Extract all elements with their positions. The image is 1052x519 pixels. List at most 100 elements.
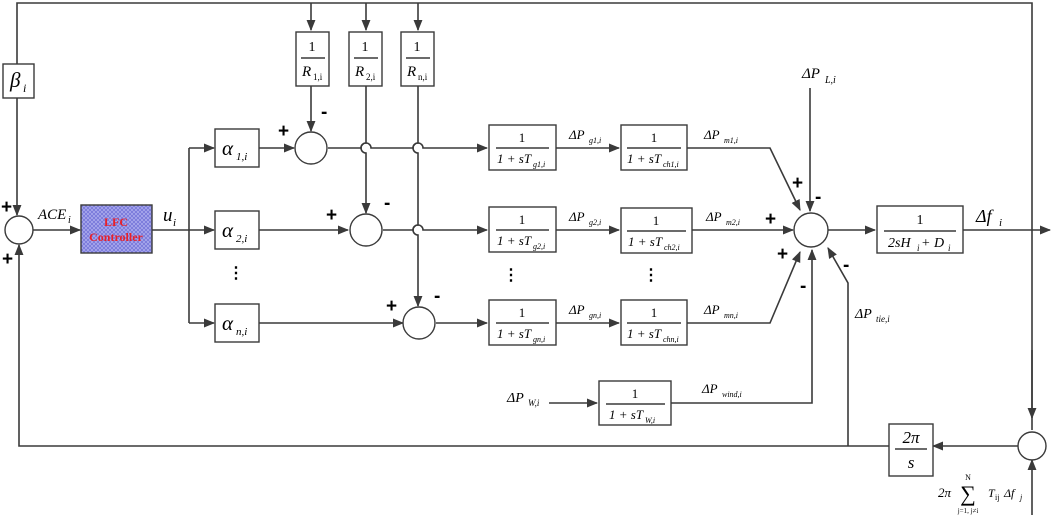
govn-denominator: 1 + sT — [497, 326, 532, 341]
pwind-label: ΔP wind,i — [701, 381, 742, 399]
alpha2-subscript: 2,i — [236, 233, 247, 245]
top-wire — [16, 2, 1033, 430]
df-subscript: i — [999, 217, 1002, 229]
governor-1-block: 1 1 + sT g1,i — [488, 124, 557, 171]
r2-symbol: R — [354, 64, 364, 80]
rn-numerator: 1 — [414, 40, 421, 55]
u-label: u i — [163, 205, 176, 229]
pg2-subscript: g2,i — [589, 218, 601, 227]
pmn-to-sum — [687, 250, 801, 324]
ace-plus-bottom: + — [2, 249, 13, 270]
alpha1-subscript: 1,i — [236, 151, 247, 163]
rn-symbol: R — [406, 64, 416, 80]
turbine-ellipsis: ⋮ — [643, 267, 659, 284]
pgn-label: ΔP gn,i — [568, 302, 601, 320]
pm1-to-sum — [687, 147, 801, 212]
pg1-label: ΔP g1,i — [568, 127, 601, 145]
r1-subscript: 1,i — [313, 72, 323, 82]
tie-sum-expression: 2π N ∑ j=1, j≠i T ij Δf j — [938, 473, 1023, 515]
r2-numerator: 1 — [362, 40, 369, 55]
alpha1-block: α 1,i — [214, 128, 260, 168]
tie-return — [14, 243, 889, 447]
gov2-subscript: g2,i — [533, 242, 545, 251]
tie-summing-junction — [1017, 431, 1047, 461]
pmn-label: ΔP mn,i — [703, 302, 738, 320]
r1-symbol: R — [301, 64, 311, 80]
tie-term-sub: ij — [995, 493, 999, 502]
turb2-denominator: 1 + sT — [628, 234, 663, 249]
pl-minus: - — [815, 187, 821, 208]
ace-label: ACE i — [37, 207, 71, 226]
alpha-ellipsis: ⋮ — [228, 265, 244, 282]
sumn-minus: - — [434, 286, 440, 307]
r2-to-sum2 — [360, 86, 371, 215]
ptie-to-sum — [827, 247, 849, 446]
sum-junction-1 — [294, 131, 328, 165]
pwind-text: ΔP — [701, 381, 718, 396]
pm2-subscript: m2,i — [726, 218, 740, 227]
ptie-label: ΔP tie,i — [854, 307, 890, 324]
pm2-label: ΔP m2,i — [705, 209, 740, 227]
turbine-1-block: 1 1 + sT ch1,i — [620, 124, 688, 171]
pm1-label: ΔP m1,i — [703, 127, 738, 145]
pm1-subscript: m1,i — [724, 136, 738, 145]
turbn-numerator: 1 — [651, 305, 658, 320]
plant-denominator-sub: i — [917, 243, 920, 253]
pmn-plus: + — [777, 244, 788, 265]
plant-denominator-rest-sub: i — [948, 243, 951, 253]
rn-to-sumn — [412, 86, 423, 308]
wind-subscript: W,i — [645, 416, 655, 425]
gov1-subscript: g1,i — [533, 160, 545, 169]
turb1-numerator: 1 — [651, 130, 658, 145]
integ-denominator: s — [908, 453, 915, 472]
alpha2-symbol: α — [222, 218, 234, 242]
turb2-subscript: ch2,i — [664, 243, 680, 252]
controller-label-line1: LFC — [104, 215, 128, 229]
wind-block: 1 1 + sT W,i — [598, 380, 672, 426]
sum-junction-n — [402, 306, 436, 340]
tie-prefix: 2π — [938, 485, 952, 500]
pwind-to-sum — [671, 248, 817, 404]
sum2-to-gov2 — [383, 224, 489, 235]
beta-subscript: i — [23, 81, 26, 95]
pm1-text: ΔP — [703, 127, 720, 142]
gov1-numerator: 1 — [519, 130, 526, 145]
wind-numerator: 1 — [632, 386, 639, 401]
signal-wires — [12, 2, 1052, 515]
turbn-denominator: 1 + sT — [627, 326, 662, 341]
ace-text: ACE — [37, 207, 66, 223]
controller-label-line2: Controller — [89, 230, 143, 244]
droop-rn-block: 1 R n,i — [400, 31, 435, 87]
pgn-text: ΔP — [568, 302, 585, 317]
alpha2-block: α 2,i — [214, 210, 260, 250]
droop-r2-block: 1 R 2,i — [348, 31, 383, 87]
ptie-minus: - — [843, 255, 849, 276]
alphan-symbol: α — [222, 311, 234, 335]
gov2-numerator: 1 — [519, 212, 526, 227]
ace-subscript: i — [68, 215, 71, 226]
r1-numerator: 1 — [309, 40, 316, 55]
ptie-text: ΔP — [854, 307, 872, 322]
pl-label: ΔP L,i — [801, 66, 836, 86]
sum-junction-2 — [349, 213, 383, 247]
tie-term: T — [988, 486, 996, 500]
turb2-numerator: 1 — [653, 213, 660, 228]
sigma-symbol: ∑ — [960, 481, 976, 506]
r2-subscript: 2,i — [366, 72, 376, 82]
pwind-subscript: wind,i — [722, 390, 742, 399]
alpha1-symbol: α — [222, 136, 234, 160]
beta-symbol: β — [9, 68, 21, 92]
df-label: Δf i — [975, 206, 1002, 229]
pw-label: ΔP W,i — [506, 391, 540, 408]
alphan-subscript: n,i — [236, 326, 247, 338]
governor-n-block: 1 1 + sT gn,i — [488, 299, 557, 346]
pl-subscript: L,i — [824, 75, 836, 86]
pwind-minus: - — [800, 276, 806, 297]
junction-signs: + + + - + - + - + - + + - - — [1, 102, 849, 317]
turbine-n-block: 1 1 + sT chn,i — [620, 299, 688, 346]
pm2-text: ΔP — [705, 209, 722, 224]
sigma-lower: j=1, j≠i — [957, 507, 979, 515]
ace-summing-junction — [4, 215, 34, 245]
tie-integrator-block: 2π s — [888, 423, 934, 477]
pg1-subscript: g1,i — [589, 136, 601, 145]
